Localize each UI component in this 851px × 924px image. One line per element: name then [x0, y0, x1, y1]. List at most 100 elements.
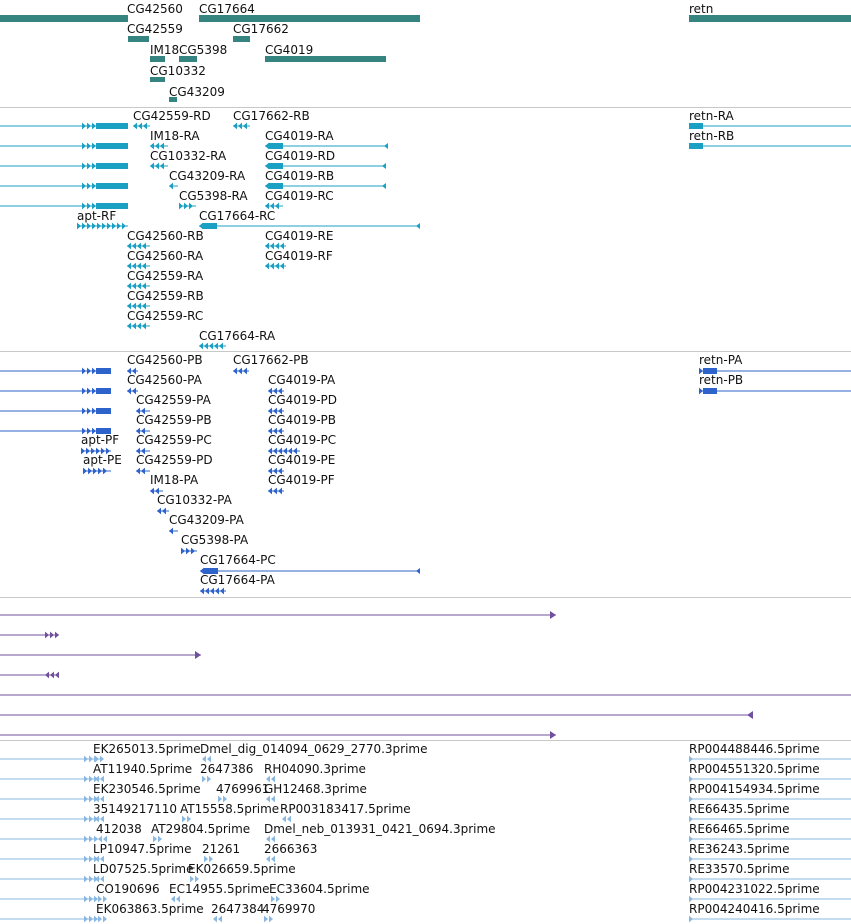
- strand-arrow-icon: [382, 183, 386, 189]
- strand-arrow-icon: [45, 631, 49, 639]
- strand-arrow-icon: [97, 222, 101, 230]
- strand-arrow-icon: [84, 775, 88, 783]
- strand-arrow-icon: [141, 467, 145, 475]
- exon-block[interactable]: [203, 223, 217, 229]
- strand-arrow-icon: [171, 895, 175, 903]
- strand-arrow-icon: [271, 835, 275, 843]
- cds-block[interactable]: [703, 388, 717, 394]
- exon-block[interactable]: [269, 183, 283, 189]
- gene-feature[interactable]: [233, 36, 250, 42]
- strand-arrow-icon: [141, 407, 145, 415]
- strand-arrow-icon: [132, 262, 136, 270]
- gene-feature[interactable]: [0, 15, 128, 22]
- cds-block[interactable]: [96, 428, 111, 434]
- est-label: EC33604.5prime: [269, 882, 370, 896]
- strand-arrow-icon: [94, 895, 98, 903]
- strand-arrow-icon: [269, 915, 273, 923]
- est-label: RP004488446.5prime: [689, 742, 820, 756]
- exon-block[interactable]: [96, 203, 128, 209]
- strand-arrow-icon: [384, 143, 388, 149]
- strand-arrow-icon: [89, 835, 93, 843]
- strand-arrow-icon: [132, 367, 136, 375]
- strand-arrow-icon: [265, 162, 269, 170]
- strand-arrow-icon: [280, 242, 284, 250]
- strand-arrow-icon: [87, 122, 91, 130]
- gene-feature[interactable]: [265, 56, 386, 62]
- exon-block[interactable]: [689, 123, 699, 129]
- exon-block[interactable]: [96, 143, 128, 149]
- tiling-path-track[interactable]: [0, 0, 851, 740]
- strand-arrow-icon: [136, 447, 140, 455]
- strand-arrow-icon: [689, 795, 693, 803]
- strand-arrow-icon: [101, 447, 105, 455]
- est-label: EK063863.5prime: [96, 902, 204, 916]
- cds-block[interactable]: [96, 368, 111, 374]
- strand-arrow-icon: [219, 342, 223, 350]
- exon-block[interactable]: [96, 123, 128, 129]
- strand-arrow-icon: [95, 755, 99, 763]
- strand-arrow-icon: [275, 242, 279, 250]
- strand-arrow-icon: [278, 447, 282, 455]
- gene-feature[interactable]: [199, 15, 420, 22]
- strand-arrow-icon: [87, 182, 91, 190]
- strand-arrow-icon: [127, 322, 131, 330]
- strand-arrow-icon: [91, 447, 95, 455]
- strand-arrow-icon: [137, 302, 141, 310]
- transcript-label: CG10332-RA: [150, 149, 227, 163]
- strand-arrow-icon: [243, 122, 247, 130]
- cds-block[interactable]: [96, 408, 111, 414]
- strand-arrow-icon: [273, 407, 277, 415]
- strand-arrow-icon: [55, 671, 59, 679]
- strand-arrow-icon: [158, 835, 162, 843]
- strand-arrow-icon: [92, 407, 96, 415]
- transcript-label: IM18-RA: [150, 129, 200, 143]
- cds-block[interactable]: [204, 568, 218, 574]
- protein-label: CG42560-PB: [127, 353, 203, 367]
- strand-arrow-icon: [202, 755, 206, 763]
- est-label: RE36243.5prime: [689, 842, 790, 856]
- strand-arrow-icon: [273, 467, 277, 475]
- strand-arrow-icon: [287, 815, 291, 823]
- cds-block[interactable]: [703, 368, 717, 374]
- transcript-label: CG42560-RA: [127, 249, 204, 263]
- strand-arrow-icon: [117, 222, 121, 230]
- exon-block[interactable]: [269, 163, 283, 169]
- transcript-label: CG4019-RA: [265, 129, 334, 143]
- gene-feature[interactable]: [150, 77, 165, 82]
- strand-arrow-icon: [92, 427, 96, 435]
- gene-feature[interactable]: [179, 56, 197, 62]
- exon-block[interactable]: [689, 143, 699, 149]
- strand-arrow-icon: [92, 142, 96, 150]
- strand-arrow-icon: [92, 222, 96, 230]
- exon-block[interactable]: [96, 183, 128, 189]
- strand-arrow-icon: [84, 895, 88, 903]
- strand-arrow-icon: [699, 367, 703, 375]
- gene-feature[interactable]: [689, 15, 851, 22]
- strand-arrow-icon: [92, 387, 96, 395]
- transcript-label: CG5398-RA: [179, 189, 248, 203]
- gene-label: CG17664: [199, 2, 255, 16]
- strand-arrow-icon: [142, 282, 146, 290]
- strand-arrow-icon: [82, 142, 86, 150]
- strand-arrow-icon: [87, 367, 91, 375]
- est-label: AT15558.5prime: [180, 802, 280, 816]
- cds-block[interactable]: [96, 388, 111, 394]
- gene-feature[interactable]: [128, 36, 149, 42]
- protein-label: CG4019-PB: [268, 413, 337, 427]
- gene-label: CG17662: [233, 22, 289, 36]
- gene-feature[interactable]: [150, 56, 165, 62]
- strand-arrow-icon: [209, 855, 213, 863]
- strand-arrow-icon: [84, 855, 88, 863]
- exon-block[interactable]: [269, 143, 283, 149]
- strand-arrow-icon: [160, 162, 164, 170]
- strand-arrow-icon: [199, 222, 203, 230]
- est-label: GH12468.3prime: [264, 782, 367, 796]
- strand-arrow-icon: [278, 427, 282, 435]
- exon-block[interactable]: [96, 163, 128, 169]
- gene-feature[interactable]: [169, 97, 177, 102]
